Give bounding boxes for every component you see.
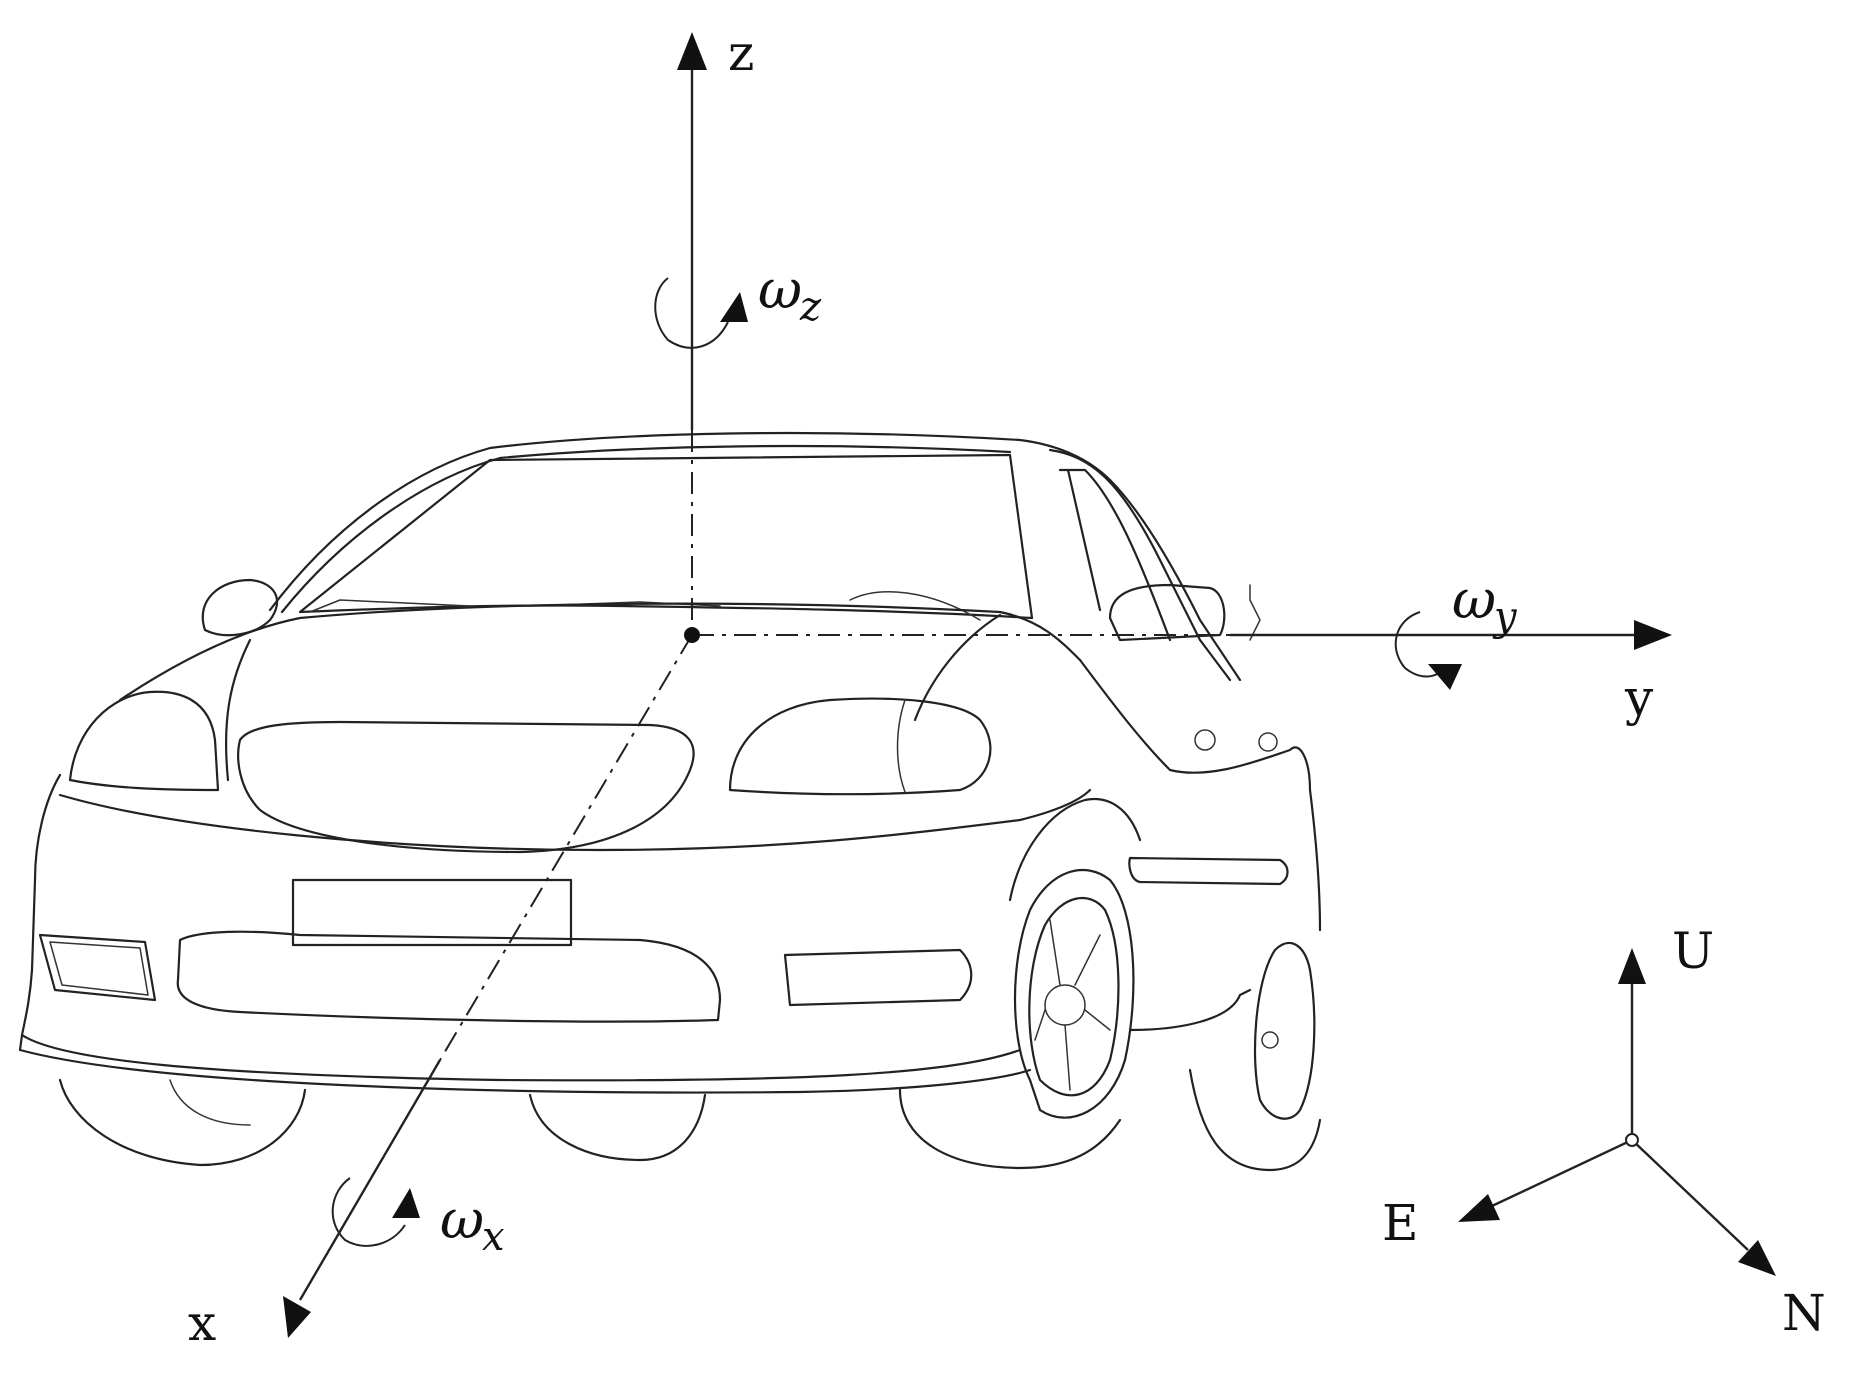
svg-text:ω: ω: [758, 258, 802, 321]
rotation-omega-y: [1394, 611, 1462, 690]
car-drawing: [18, 431, 1322, 1172]
enu-origin: [1625, 1133, 1639, 1147]
u-axis-arrowhead: [1618, 948, 1646, 984]
e-axis-arrowhead: [1458, 1194, 1500, 1222]
svg-text:z: z: [799, 284, 822, 330]
omega-x-label: ω x: [440, 1188, 505, 1260]
n-axis: [1631, 1139, 1749, 1251]
svg-text:ω: ω: [440, 1188, 484, 1251]
n-axis-label: N: [1782, 1284, 1826, 1342]
z-axis-label: z: [728, 24, 754, 82]
x-axis: [298, 1059, 442, 1301]
body-axes: [283, 32, 1672, 1338]
svg-text:ω: ω: [1452, 568, 1496, 631]
enu-frame: U E N: [1382, 922, 1826, 1342]
origin-dot: [684, 627, 700, 643]
omega-x-arrowhead: [392, 1188, 420, 1218]
svg-text:x: x: [482, 1214, 505, 1260]
svg-text:y: y: [1492, 594, 1518, 640]
n-axis-arrowhead: [1738, 1240, 1776, 1276]
rotation-omega-x: [331, 1177, 420, 1247]
omega-y-arrowhead: [1428, 664, 1462, 690]
omega-z-label: ω z: [758, 258, 822, 330]
omega-z-arrowhead: [720, 292, 748, 322]
e-axis: [1491, 1138, 1633, 1208]
x-axis-arrowhead: [283, 1296, 311, 1338]
omega-y-label: ω y: [1452, 568, 1518, 640]
u-axis-label: U: [1672, 922, 1714, 980]
rotation-omega-z: [654, 277, 748, 349]
x-axis-label: x: [188, 1294, 216, 1352]
x-axis-dashed: [439, 634, 693, 1061]
y-axis-arrowhead: [1634, 620, 1672, 650]
z-axis-arrowhead: [677, 32, 707, 70]
e-axis-label: E: [1382, 1194, 1419, 1252]
y-axis-label: y: [1624, 669, 1654, 727]
